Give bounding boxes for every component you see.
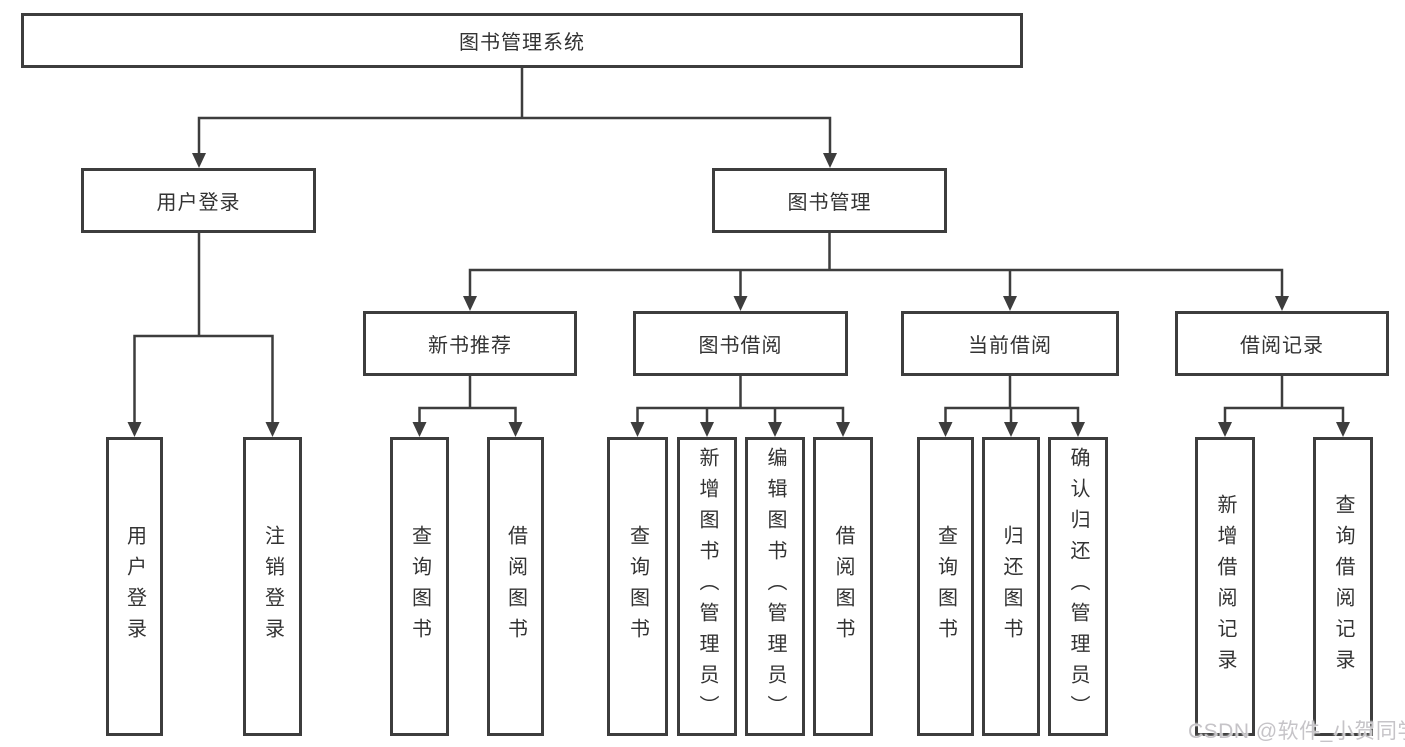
leaf-confirm-return-admin: 确认归还（管理员） [1048, 437, 1108, 736]
leaf-query-books-borrow-label: 查询图书 [626, 524, 649, 649]
leaf-query-books-borrow: 查询图书 [607, 437, 668, 736]
leaf-query-books-current: 查询图书 [917, 437, 974, 736]
csdn-watermark: CSDN @软件_小贺同学 [1188, 720, 1405, 743]
node-new-book-recommendation: 新书推荐 [363, 311, 577, 376]
leaf-return-books: 归还图书 [982, 437, 1040, 736]
leaf-user-login-label: 用户登录 [123, 524, 146, 649]
leaf-edit-books-admin-label: 编辑图书（管理员） [764, 447, 786, 726]
node-root-label: 图书管理系统 [459, 32, 585, 54]
node-book-management-label: 图书管理 [787, 192, 872, 214]
leaf-add-borrow-record: 新增借阅记录 [1195, 437, 1255, 736]
node-borrowing-records: 借阅记录 [1175, 311, 1389, 376]
leaf-return-books-label: 归还图书 [1000, 524, 1022, 649]
arrowheads [127, 153, 1350, 437]
node-root: 图书管理系统 [21, 13, 1023, 68]
node-user-login-label: 用户登录 [156, 192, 241, 214]
leaf-confirm-return-admin-label: 确认归还（管理员） [1067, 447, 1089, 726]
leaf-logout: 注销登录 [243, 437, 302, 736]
leaf-query-borrow-record: 查询借阅记录 [1313, 437, 1373, 736]
leaf-borrow-books-recommend: 借阅图书 [487, 437, 544, 736]
leaf-query-books-recommend-label: 查询图书 [408, 524, 431, 649]
leaf-borrow-books-recommend-label: 借阅图书 [504, 524, 527, 649]
leaf-add-books-admin-label: 新增图书（管理员） [696, 447, 718, 726]
node-current-borrowing-label: 当前借阅 [968, 335, 1052, 357]
leaf-borrow-books: 借阅图书 [813, 437, 873, 736]
node-book-management: 图书管理 [712, 168, 947, 233]
leaf-logout-label: 注销登录 [261, 524, 284, 649]
leaf-borrow-books-label: 借阅图书 [832, 524, 854, 649]
node-new-book-recommendation-label: 新书推荐 [428, 335, 512, 357]
node-current-borrowing: 当前借阅 [901, 311, 1119, 376]
node-user-login: 用户登录 [81, 168, 316, 233]
leaf-query-books-recommend: 查询图书 [390, 437, 449, 736]
node-book-borrowing: 图书借阅 [633, 311, 848, 376]
leaf-add-books-admin: 新增图书（管理员） [677, 437, 737, 736]
leaf-query-borrow-record-label: 查询借阅记录 [1332, 493, 1354, 680]
leaf-user-login: 用户登录 [106, 437, 163, 736]
leaf-query-books-current-label: 查询图书 [934, 524, 957, 649]
leaf-add-borrow-record-label: 新增借阅记录 [1214, 493, 1236, 680]
leaf-edit-books-admin: 编辑图书（管理员） [745, 437, 805, 736]
node-borrowing-records-label: 借阅记录 [1240, 335, 1324, 357]
node-book-borrowing-label: 图书借阅 [698, 335, 783, 357]
